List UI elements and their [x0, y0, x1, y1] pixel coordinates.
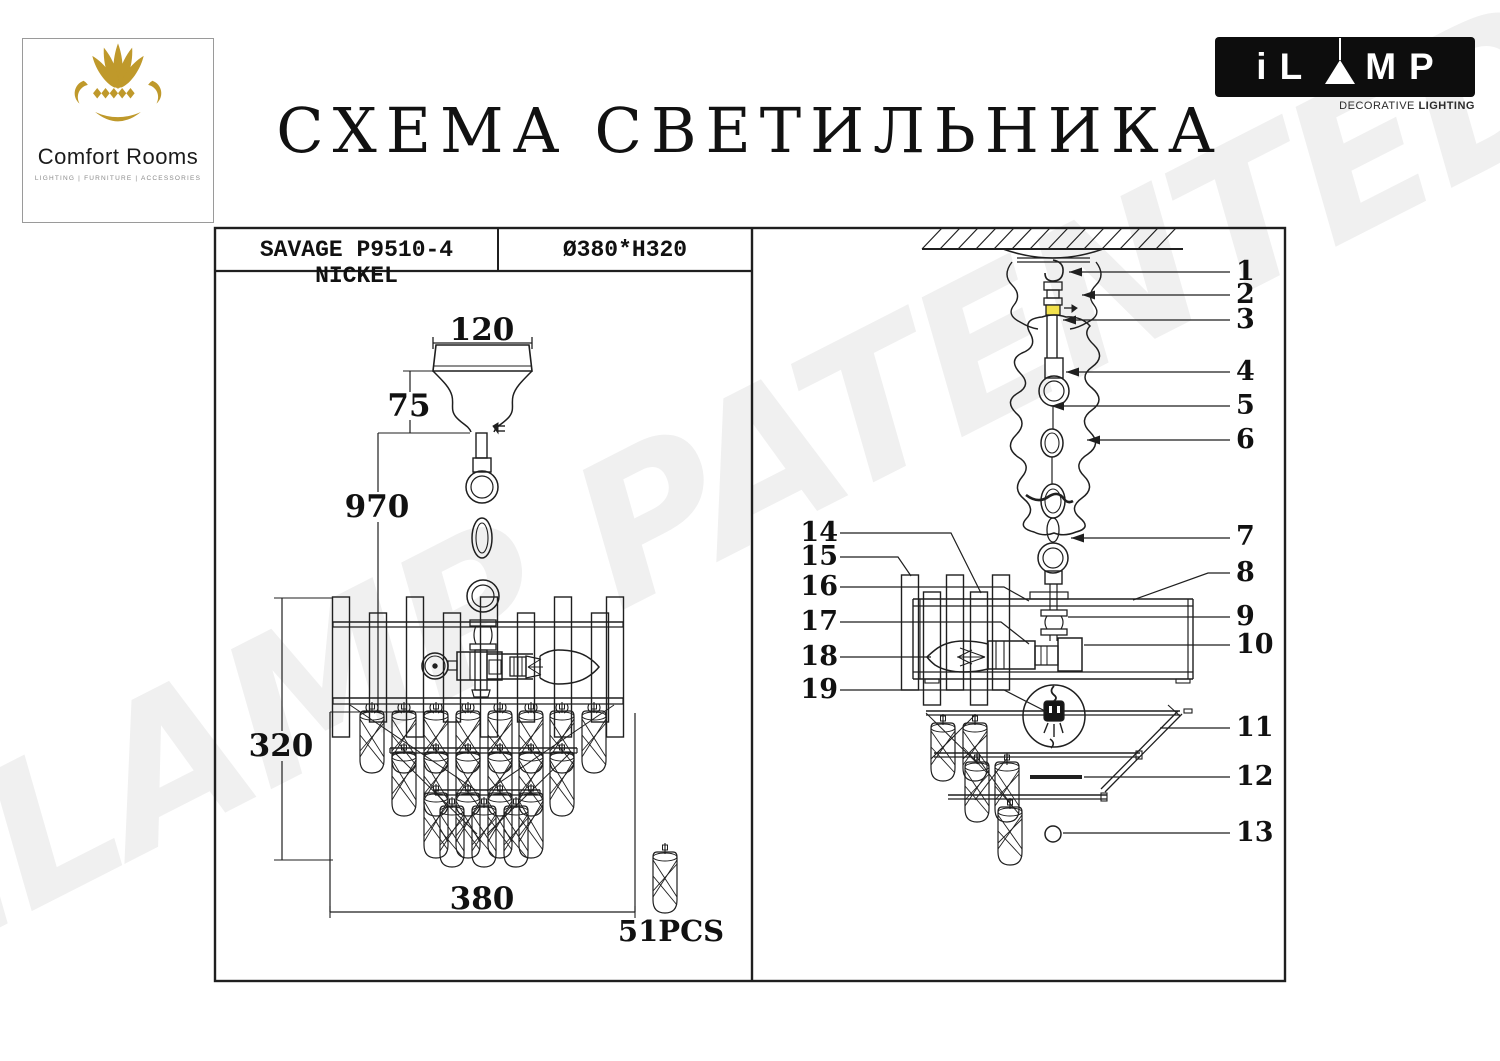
lamp-icon: [1325, 38, 1356, 90]
page-title: СХЕМА СВЕТИЛЬНИКА: [276, 94, 1224, 167]
model-label: SAVAGE P9510-4 NICKEL: [259, 237, 454, 289]
title-word-2: СВЕТИЛЬНИКА: [594, 94, 1224, 167]
comfort-rooms-name: Comfort Rooms: [37, 144, 199, 169]
size-label: Ø380*H320: [562, 237, 688, 263]
part-number-1: 1: [1236, 256, 1255, 287]
ilamp-letters-left: iL: [1256, 46, 1316, 87]
dim-canopy-height: 75: [387, 388, 431, 424]
part-number-6: 6: [1236, 424, 1255, 455]
part-number-16: 16: [800, 571, 838, 602]
part-number-12: 12: [1236, 761, 1274, 792]
ilamp-subtitle-bold: LIGHTING: [1418, 100, 1475, 112]
part-number-7: 7: [1236, 521, 1255, 552]
part-number-4: 4: [1236, 356, 1255, 387]
part-number-15: 15: [800, 541, 838, 572]
comfort-rooms-logo: Comfort Rooms LIGHTING | FURNITURE | ACC…: [22, 38, 214, 223]
comfort-rooms-tagline: LIGHTING | FURNITURE | ACCESSORIES: [34, 175, 202, 182]
part-number-17: 17: [800, 606, 838, 637]
part-number-19: 19: [800, 674, 838, 705]
part-number-10: 10: [1236, 629, 1274, 660]
drawing: [213, 226, 1287, 983]
dim-body-width: 380: [449, 881, 515, 917]
ilamp-subtitle-regular: DECORATIVE: [1339, 100, 1415, 112]
ilamp-logo: iL MP: [1215, 37, 1475, 97]
part-number-11: 11: [1236, 712, 1274, 743]
ilamp-letters-right: MP: [1365, 46, 1447, 87]
part-number-18: 18: [800, 641, 838, 672]
part-number-14: 14: [800, 517, 838, 548]
dim-drop-height: 970: [344, 489, 410, 525]
dim-canopy-width: 120: [449, 312, 515, 348]
part-number-9: 9: [1236, 601, 1255, 632]
part-number-5: 5: [1236, 390, 1255, 421]
crown-icon: [74, 43, 162, 122]
ilamp-subtitle: DECORATIVE LIGHTING: [1215, 100, 1475, 112]
dim-body-height: 320: [248, 728, 314, 764]
crystal-count-label: 51PCS: [617, 914, 725, 948]
part-number-2: 2: [1236, 279, 1255, 310]
part-number-3: 3: [1236, 304, 1255, 335]
part-number-13: 13: [1236, 817, 1274, 848]
title-word-1: СХЕМА: [276, 94, 569, 167]
part-number-8: 8: [1236, 557, 1255, 588]
